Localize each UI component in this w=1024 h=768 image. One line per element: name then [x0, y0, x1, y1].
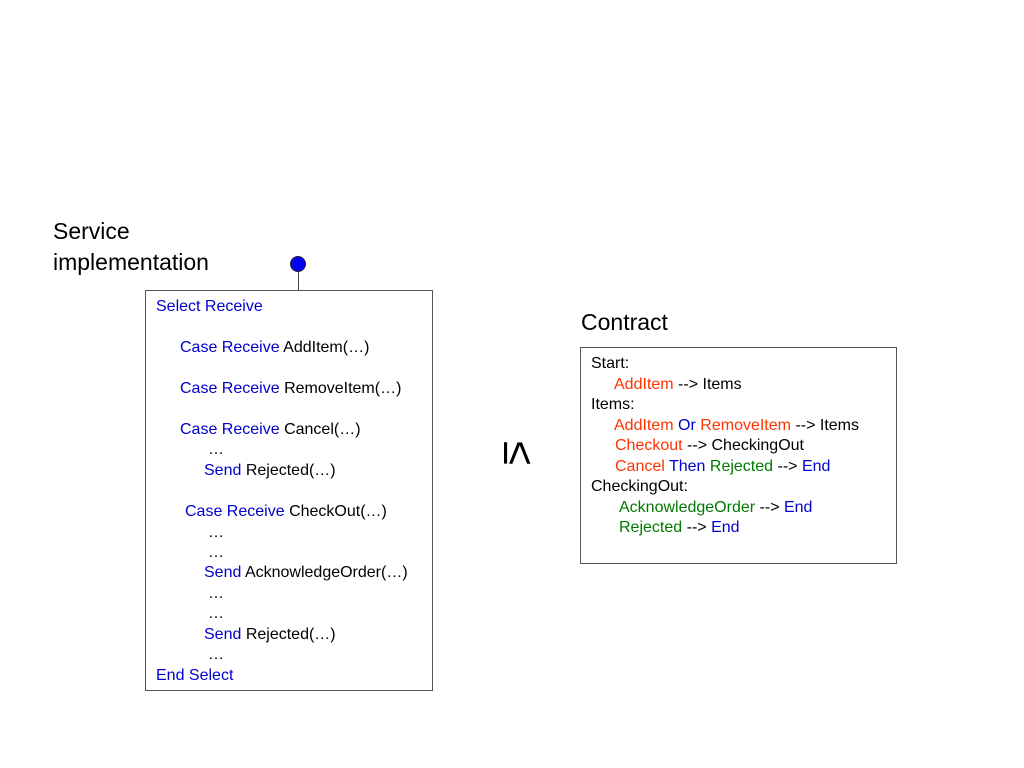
rejected-message: Rejected(…) [245, 626, 336, 643]
transition-arrow: --> [678, 376, 699, 393]
end-state: End [783, 499, 813, 516]
contract-title: Contract [581, 309, 668, 335]
send-rejected: Send Rejected(…) [204, 625, 336, 645]
send-keyword: Send [204, 462, 242, 479]
case-receive-additem: Case Receive AddItem(…) [180, 338, 369, 358]
service-implementation-box: Select Receive Case Receive AddItem(…) C… [145, 290, 433, 691]
state-items-label: Items: [591, 396, 635, 413]
send-keyword: Send [204, 564, 242, 581]
service-endpoint-icon [290, 256, 306, 272]
rejected-message: Rejected [619, 519, 683, 536]
ellipsis: … [208, 441, 224, 458]
ellipsis: … [208, 544, 224, 561]
ellipsis: … [208, 605, 224, 622]
send-rejected: Send Rejected(…) [204, 461, 336, 481]
transition-arrow: --> [686, 519, 707, 536]
service-endpoint-stem [298, 272, 299, 290]
transition-arrow: --> [777, 458, 798, 475]
contract-box: Start: AddItem --> Items Items: AddItem … [580, 347, 897, 564]
items-rule: Checkout --> CheckingOut [615, 436, 804, 456]
case-receive-keyword: Case Receive [185, 503, 285, 520]
checkingout-rule: AcknowledgeOrder --> End [619, 498, 812, 518]
case-receive-keyword: Case Receive [180, 380, 280, 397]
or-operator: Or [678, 417, 696, 434]
case-receive-removeitem: Case Receive RemoveItem(…) [180, 379, 401, 399]
send-acknowledgeorder: Send AcknowledgeOrder(…) [204, 563, 408, 583]
additem-message: AddItem [614, 376, 674, 393]
select-receive-keyword: Select Receive [156, 298, 263, 315]
case-receive-cancel: Case Receive Cancel(…) [180, 420, 361, 440]
state-start-label: Start: [591, 355, 630, 372]
then-operator: Then [668, 458, 706, 475]
case-receive-keyword: Case Receive [180, 339, 280, 356]
items-rule: Cancel Then Rejected --> End [615, 457, 830, 477]
acknowledgeorder-message: AcknowledgeOrder(…) [244, 564, 408, 581]
target-state: Items [702, 376, 742, 393]
case-receive-keyword: Case Receive [180, 421, 280, 438]
rejected-message: Rejected(…) [245, 462, 336, 479]
checkingout-rule: Rejected --> End [619, 518, 740, 538]
cancel-message: Cancel(…) [284, 421, 361, 438]
refinement-relation-symbol: ≤ [494, 440, 543, 466]
transition-arrow: --> [795, 417, 816, 434]
checkout-message: CheckOut(…) [289, 503, 387, 520]
target-state: Items [819, 417, 860, 434]
service-implementation-title: Service implementation [53, 218, 209, 275]
transition-arrow: --> [687, 437, 708, 454]
removeitem-message: RemoveItem(…) [284, 380, 402, 397]
items-rule: AddItem Or RemoveItem --> Items [614, 416, 859, 436]
target-state: CheckingOut [711, 437, 805, 454]
rejected-message: Rejected [709, 458, 774, 475]
send-keyword: Send [204, 626, 242, 643]
cancel-message: Cancel [615, 458, 665, 475]
ellipsis: … [208, 646, 224, 663]
ellipsis: … [208, 585, 224, 602]
checkout-message: Checkout [615, 437, 683, 454]
end-state: End [711, 519, 740, 536]
additem-message: AddItem(…) [283, 339, 370, 356]
end-select-keyword: End Select [156, 667, 234, 684]
case-receive-checkout: Case Receive CheckOut(…) [185, 502, 387, 522]
additem-message: AddItem [614, 417, 674, 434]
start-rule: AddItem --> Items [614, 375, 742, 395]
end-state: End [801, 458, 831, 475]
removeitem-message: RemoveItem [700, 417, 791, 434]
state-checkingout-label: CheckingOut: [591, 478, 688, 495]
transition-arrow: --> [759, 499, 780, 516]
acknowledgeorder-message: AcknowledgeOrder [619, 499, 756, 516]
ellipsis: … [208, 524, 224, 541]
